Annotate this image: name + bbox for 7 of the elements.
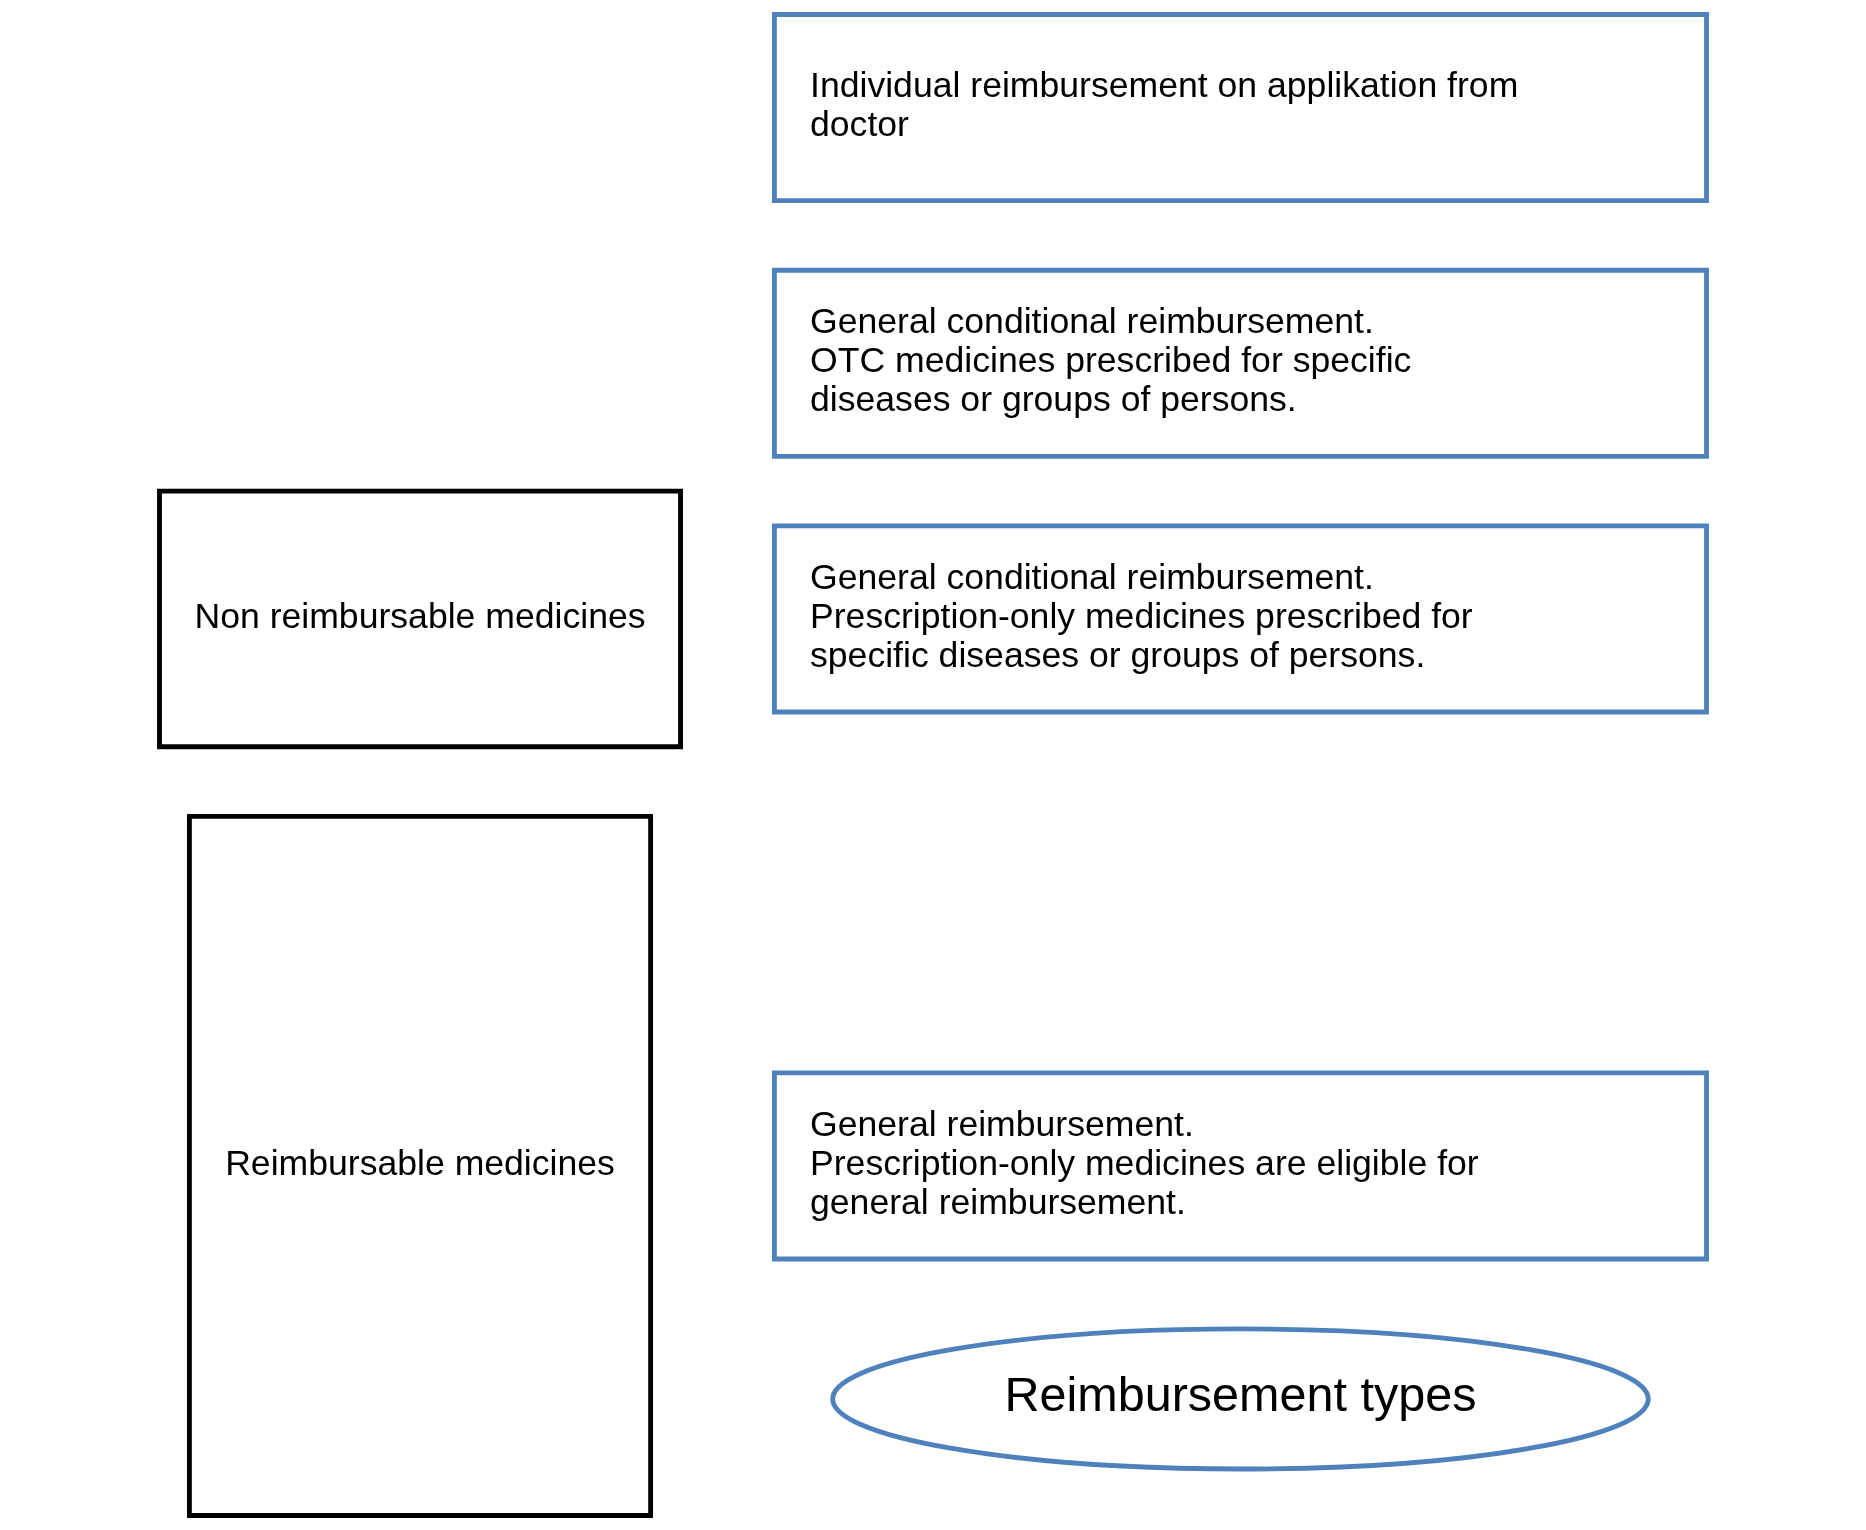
node-box: General conditional reimbursement. OTC medicines prescribed for specific diseases or groups of persons. (772, 267, 1709, 459)
node-box: Non reimbursable medicines (157, 488, 683, 750)
node-box: General conditional reimbursement. Prescription-only medicines prescribed for specific diseases or groups of persons. (772, 523, 1709, 715)
node-box: General reimbursement. Prescription-only medicines are eligible for general reimbursement. (772, 1070, 1709, 1262)
node-ellipse: Reimbursement types (830, 1326, 1651, 1472)
node-box: Reimbursable medicines (187, 813, 654, 1518)
node-box: Individual reimbursement on applikation from doctor (772, 12, 1709, 204)
